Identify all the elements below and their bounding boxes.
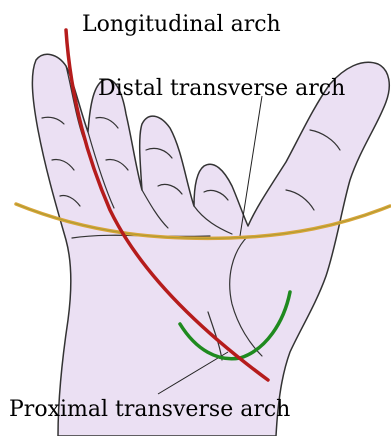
proximal-transverse-arch-label: Proximal transverse arch	[9, 397, 290, 422]
distal-transverse-arch-label: Distal transverse arch	[98, 76, 345, 101]
longitudinal-arch-label: Longitudinal arch	[82, 12, 281, 37]
hand-silhouette	[32, 54, 389, 436]
